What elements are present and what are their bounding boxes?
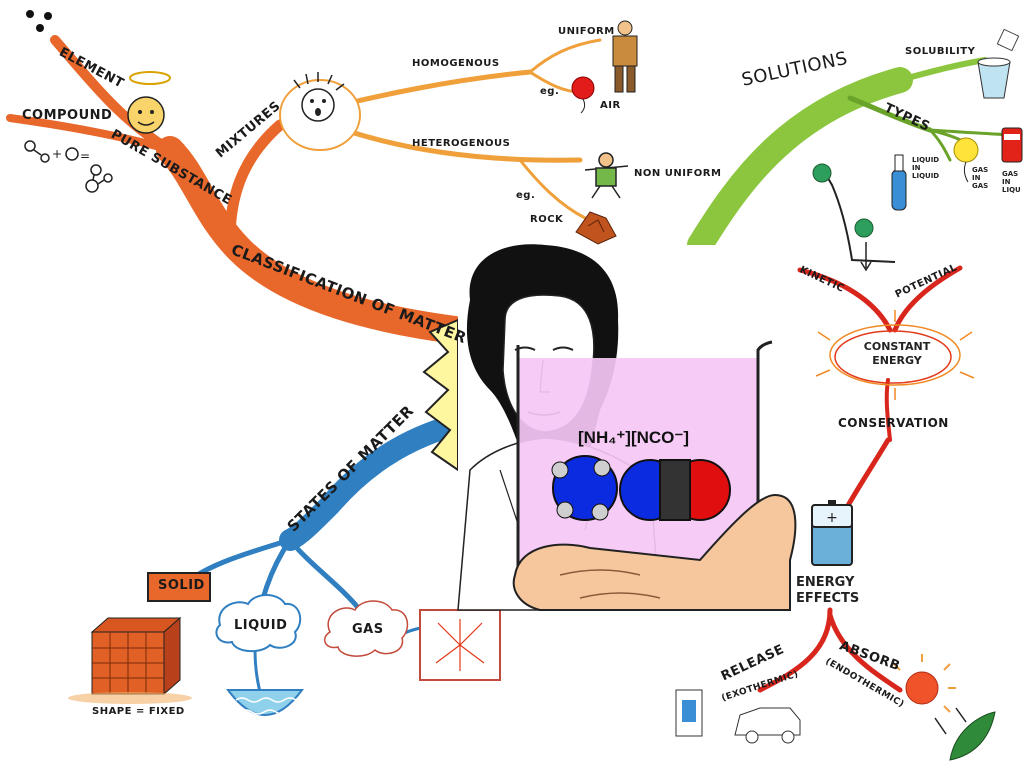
water-bowl-icon [226,689,304,716]
yellow-balloon-icon [953,137,979,183]
non-uniform-label: NON UNIFORM [634,168,722,179]
solubility-label: SOLUBILITY [905,46,976,57]
solid-label-box [147,572,211,602]
heterogenous-label: HETEROGENOUS [412,138,511,149]
angel-face-icon [127,71,171,134]
constant-energy-line: ENERGY [872,354,922,367]
solubility-cup-icon [977,28,1020,99]
liquid-label: LIQUID [234,618,288,633]
leaf-icon [934,707,996,761]
car-icon [734,707,801,744]
gas-cloud-icon [323,600,409,657]
energy-branch [757,265,963,693]
liquid-in-liquid-line: LIQUID [912,172,940,180]
formula-label: [NH₄⁺][NCO⁻] [578,428,690,447]
gas-in-liquid-line: LIQU [1002,186,1021,194]
homogenous-label: HOMOGENOUS [412,58,500,69]
ramp-balls-icon [812,163,896,272]
gas-in-gas-line: IN [972,174,981,182]
compound-label: COMPOUND [22,108,113,123]
gas-in-liquid-line: IN [1002,178,1011,186]
cyanate-molecule-icon [619,459,731,521]
sun-icon [893,654,956,713]
ammonium-molecule-icon [551,455,618,521]
molecule-icon: + = [24,140,113,193]
gas-particles-box-icon [419,609,501,681]
gas-label: GAS [352,622,384,637]
liquid-in-liquid-line: IN [912,164,921,172]
shape-fixed-label: SHAPE = FIXED [92,706,185,717]
energy-burst-icon [815,310,975,400]
conservation-label: CONSERVATION [838,416,949,430]
hand-illustration [512,493,797,611]
uniform-label: UNIFORM [558,26,615,37]
air-label: AIR [600,100,621,111]
rock-label: ROCK [530,214,564,225]
eg-rock-label: eg. [516,190,536,201]
gas-in-liquid-line: GAS [1002,170,1019,178]
svg-text:+: + [826,510,838,526]
eg-air-label: eg. [540,86,560,97]
gas-in-gas-label: GAS IN GAS [972,166,988,190]
liquid-in-liquid-label: LIQUID IN LIQUID [912,156,939,180]
battery-icon: + [811,500,853,566]
gas-pump-icon [675,689,703,737]
energy-effects-label: ENERGY EFFECTS [796,575,859,607]
svg-text:+: + [52,147,62,161]
energy-effects-line: ENERGY [796,575,855,590]
soldier-icon [612,20,638,93]
svg-text:=: = [80,149,90,163]
constant-energy-label: CONSTANT ENERGY [852,340,942,368]
solid-label: SOLID [158,578,205,593]
liquid-in-liquid-line: LIQUID [912,156,940,164]
classification-branch [6,35,602,344]
balloon-icon [571,76,595,114]
energy-effects-line: EFFECTS [796,591,860,606]
gas-in-gas-line: GAS [972,182,989,190]
surprised-face-icon [279,72,361,151]
center-burst [422,318,459,472]
soda-can-icon [1001,127,1023,163]
rock-icon [575,211,617,245]
gas-in-gas-line: GAS [972,166,989,174]
dots-icon [26,10,52,32]
liquid-cloud-icon [215,594,302,653]
scarecrow-icon [584,152,629,199]
constant-energy-line: CONSTANT [863,340,931,353]
brick-cube-icon [68,616,192,704]
test-tube-icon [891,154,907,211]
states-branch [187,414,466,702]
gas-in-liquid-label: GAS IN LIQU [1002,170,1021,194]
